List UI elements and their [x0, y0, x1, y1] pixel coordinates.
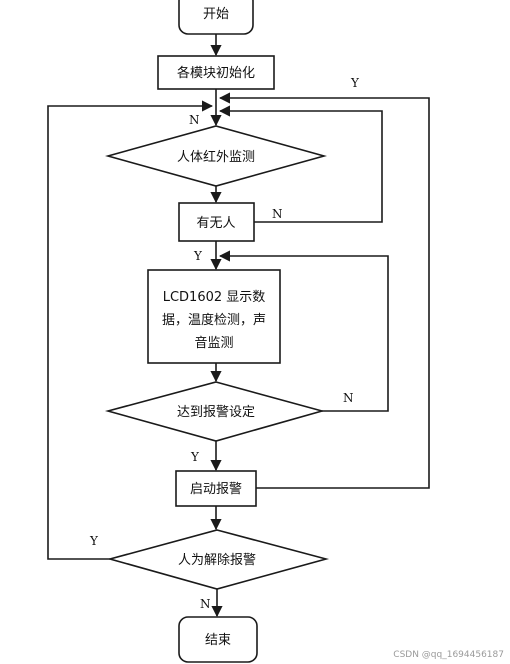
edge-label-clear-y: Y: [89, 534, 99, 548]
end-node: 结束: [178, 616, 258, 663]
edge-label-loop-n: N: [189, 113, 200, 127]
edge-label-presence-y: Y: [193, 249, 203, 263]
presence-label: 有无人: [196, 216, 235, 231]
display-label-line-3: 音监测: [194, 335, 233, 351]
threshold-label: 达到报警设定: [177, 404, 255, 420]
display-node: LCD1602 显示数 据，温度检测，声 音监测: [147, 269, 281, 364]
edge-threshold-n-loop: [218, 250, 389, 412]
start-label: 开始: [203, 7, 229, 22]
edge-label-threshold-n: N: [343, 391, 354, 405]
display-label-line-2: 据，温度检测，声: [162, 312, 266, 328]
edge-label-clear-n: N: [200, 597, 211, 611]
ir-label: 人体红外监测: [177, 149, 255, 165]
presence-node: 有无人: [178, 202, 255, 242]
edge-clear-y-loop: [47, 100, 214, 560]
edge-label-init-y: Y: [350, 76, 360, 90]
alarm-label: 启动报警: [190, 481, 242, 497]
edge-label-presence-n: N: [272, 207, 283, 221]
init-node: 各模块初始化: [157, 55, 275, 90]
watermark: CSDN @qq_1694456187: [393, 650, 504, 660]
end-label: 结束: [205, 633, 231, 648]
manual-clear-label: 人为解除报警: [178, 552, 256, 568]
threshold-decision-node: 达到报警设定: [104, 381, 325, 442]
manual-clear-decision-node: 人为解除报警: [106, 529, 330, 590]
edge-label-threshold-y: Y: [190, 450, 200, 464]
ir-decision-node: 人体红外监测: [105, 125, 327, 187]
alarm-node: 启动报警: [175, 470, 257, 507]
start-node: 开始: [178, 0, 254, 35]
edge-presence-n-loop: [218, 105, 383, 223]
display-label-line-1: LCD1602 显示数: [163, 290, 266, 305]
edge-alarm-y-loop: [218, 92, 430, 489]
init-label: 各模块初始化: [177, 65, 255, 81]
